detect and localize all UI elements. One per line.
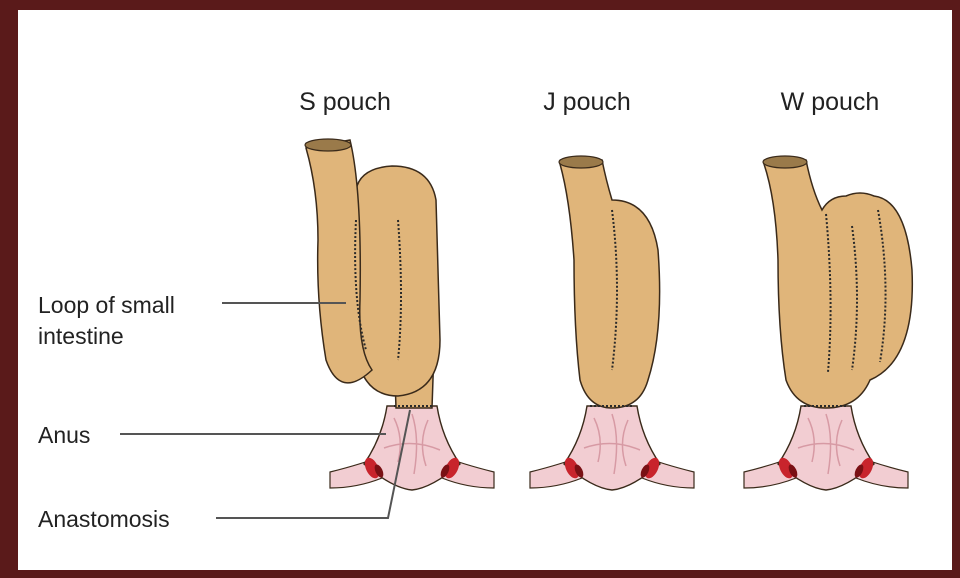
j-pouch-illustration [530, 156, 694, 490]
s-pouch-illustration [305, 139, 494, 490]
w-pouch-illustration [744, 156, 912, 490]
